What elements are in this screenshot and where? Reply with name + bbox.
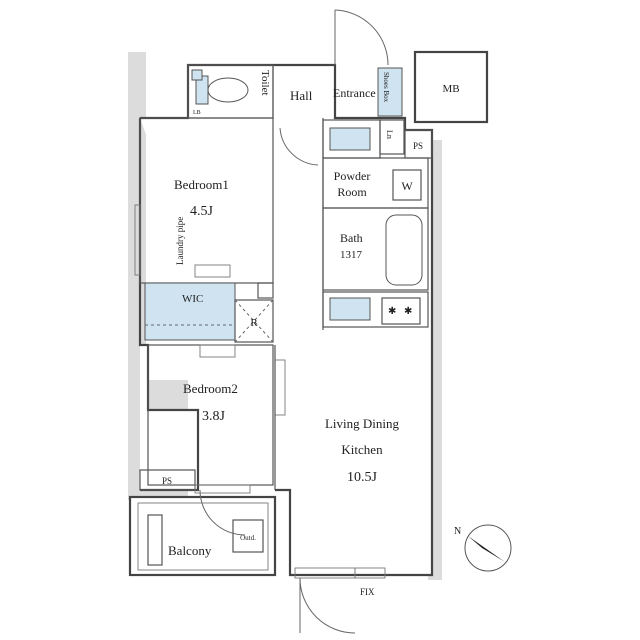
- refrigerator-space: [234, 299, 274, 343]
- stove-burner-2: ✱: [404, 306, 412, 317]
- washer-box: [392, 169, 422, 201]
- r-small-box: [257, 282, 274, 299]
- stove-burner-1: ✱: [388, 306, 396, 317]
- bedroom2-label: Bedroom2: [183, 381, 238, 396]
- mb-box: [413, 50, 489, 124]
- ldk-bottom-door-swing: [299, 577, 356, 634]
- toilet-sink: [191, 69, 203, 81]
- balcony: [128, 495, 277, 577]
- powder-label-1: Powder: [334, 169, 371, 183]
- wic-closet: [144, 282, 236, 341]
- stove: [381, 297, 421, 325]
- ldk-size-label: 10.5J: [347, 470, 378, 485]
- bedroom2-size-label: 3.8J: [202, 409, 226, 424]
- north-arrow-circle: [464, 524, 512, 572]
- balcony-door-swing: [199, 489, 246, 536]
- toilet-small-label: LB: [193, 110, 201, 116]
- hall-label: Hall: [290, 88, 313, 103]
- north-arrow: N: [454, 524, 512, 572]
- wash-basin: [329, 127, 371, 151]
- fix-label: FIX: [360, 587, 375, 597]
- linen-label: Ln: [385, 130, 394, 139]
- bedroom1-label: Bedroom1: [174, 177, 229, 192]
- balcony-drain: [147, 514, 163, 566]
- north-arrow-needle: [468, 536, 505, 562]
- bathtub: [385, 214, 423, 286]
- outdoor-unit: [232, 519, 264, 553]
- ps-bottom-box: [139, 469, 196, 491]
- toilet-label: Toilet: [259, 70, 271, 96]
- bedroom1-door-swing: [279, 127, 319, 166]
- bedroom1-size-label: 4.5J: [190, 204, 214, 219]
- entrance-label: Entrance: [333, 86, 376, 100]
- laundry-pipe-label: Laundry pipe: [175, 217, 185, 265]
- north-arrow-label: N: [454, 526, 461, 537]
- ps-top-label: PS: [413, 141, 423, 151]
- refrigerator-label: R: [250, 317, 258, 329]
- balcony-window: [194, 484, 251, 494]
- bedroom1-shelf: [194, 264, 231, 278]
- balcony-label: Balcony: [168, 543, 212, 558]
- balcony-inner: [137, 502, 269, 571]
- shoes-label: Shoes Box: [382, 72, 390, 103]
- bedroom1-window-sill: [134, 204, 141, 276]
- ldk-label-1: Living Dining: [325, 416, 400, 431]
- toilet-bowl: [207, 77, 249, 103]
- bedroom2-shelf: [199, 344, 236, 358]
- bath-label: Bath: [340, 231, 363, 245]
- fix-window: [354, 567, 386, 579]
- powder-label-2: Room: [337, 185, 367, 199]
- shoes-box: [377, 67, 403, 117]
- outdoor-unit-label: Outd.: [240, 534, 256, 542]
- mb-label: MB: [442, 83, 459, 95]
- wic-label: WIC: [182, 293, 203, 305]
- bath-size-label: 1317: [340, 249, 363, 261]
- ldk-label-2: Kitchen: [341, 442, 383, 457]
- kitchen-sink: [329, 297, 371, 321]
- washer-label: W: [401, 179, 413, 193]
- ps-bottom-label: PS: [162, 476, 172, 486]
- entrance-door-swing: [334, 9, 389, 66]
